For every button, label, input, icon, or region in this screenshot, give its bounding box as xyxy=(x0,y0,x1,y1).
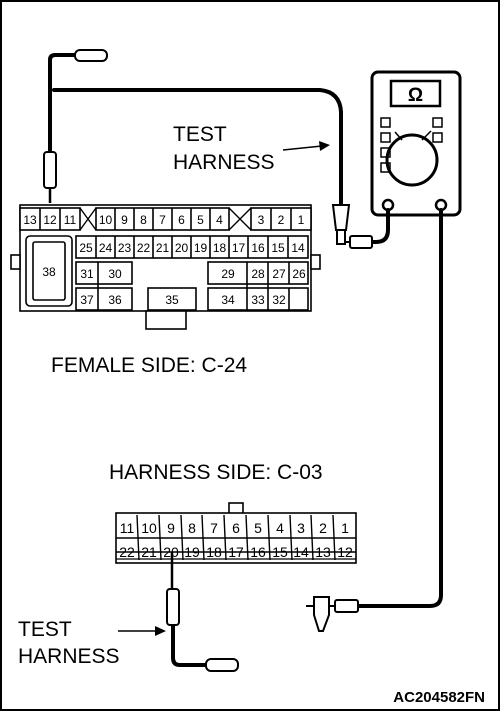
c24-pin: 19 xyxy=(194,241,208,255)
arrow-top xyxy=(282,141,330,151)
c24-pin: 23 xyxy=(118,241,132,255)
test-harness-label-top-line1: TEST xyxy=(173,123,227,146)
c24-pin: 25 xyxy=(79,241,93,255)
c03-pin: 10 xyxy=(141,520,157,536)
c03-pin: 12 xyxy=(337,544,353,560)
c03-pin: 7 xyxy=(210,520,218,536)
test-harness-label-bottom-line1: TEST xyxy=(18,618,72,641)
c24-pin: 24 xyxy=(99,241,113,255)
c24-pin: 33 xyxy=(251,293,265,307)
c03-pin: 13 xyxy=(315,544,331,560)
c24-pin: 18 xyxy=(213,241,227,255)
c24-pin: 29 xyxy=(221,267,235,281)
arrow-bottom xyxy=(118,626,166,636)
c24-pin: 9 xyxy=(121,213,128,227)
test-harness-top-plug xyxy=(74,49,108,62)
test-harness-label-top-line2: HARNESS xyxy=(173,151,275,174)
test-harness-label-bottom-line2: HARNESS xyxy=(18,645,120,668)
wires xyxy=(48,53,443,667)
c24-pin: 16 xyxy=(251,241,265,255)
multimeter: Ω xyxy=(370,70,462,217)
c24-pin: 13 xyxy=(23,213,37,227)
c24-pin-labels: 13 12 11 10 9 8 7 6 5 4 3 2 1 25 24 23 2… xyxy=(23,213,306,307)
c03-pin: 6 xyxy=(232,520,240,536)
connector-c24 xyxy=(10,204,321,330)
c24-pin: 35 xyxy=(165,293,179,307)
c03-pin: 9 xyxy=(167,520,175,536)
meter-dial xyxy=(385,133,439,187)
c24-pin: 20 xyxy=(175,241,189,255)
c03-pin: 21 xyxy=(141,544,157,560)
c24-pin: 38 xyxy=(42,265,56,279)
c03-pin: 8 xyxy=(188,520,196,536)
c24-pin: 4 xyxy=(216,213,223,227)
probe-bottom xyxy=(306,596,359,632)
c24-pin: 34 xyxy=(221,293,235,307)
c03-pin: 1 xyxy=(341,520,349,536)
c03-pin: 11 xyxy=(120,520,135,536)
c24-pin: 3 xyxy=(258,213,265,227)
c24-pin: 17 xyxy=(232,241,246,255)
c24-pin: 14 xyxy=(291,241,305,255)
test-harness-bottom-plug xyxy=(205,658,239,672)
ohm-symbol: Ω xyxy=(408,85,423,106)
c24-pin: 7 xyxy=(159,213,166,227)
c24-pin: 37 xyxy=(80,293,94,307)
c24-pin: 26 xyxy=(292,267,306,281)
c24-pin: 22 xyxy=(137,241,151,255)
c03-pin: 22 xyxy=(119,544,135,560)
c03-pin: 5 xyxy=(254,520,262,536)
c24-pin: 5 xyxy=(197,213,204,227)
c03-pin: 18 xyxy=(206,544,222,560)
c24-pin: 28 xyxy=(251,267,265,281)
test-harness-bottom-pin xyxy=(166,552,180,626)
harness-side-label: HARNESS SIDE: C-03 xyxy=(109,461,323,484)
probe-top xyxy=(331,204,373,249)
connector-c03 xyxy=(115,502,357,564)
c03-pin-labels: 11 10 9 8 7 6 5 4 3 2 1 22 21 20 19 18 1… xyxy=(119,520,353,560)
c24-pin: 8 xyxy=(140,213,147,227)
test-harness-top-pin xyxy=(43,151,57,203)
c24-pin: 32 xyxy=(272,293,286,307)
c03-pin: 3 xyxy=(297,520,305,536)
c24-pin: 27 xyxy=(272,267,286,281)
c03-pin: 15 xyxy=(272,544,288,560)
c24-pin: 11 xyxy=(64,213,77,227)
c24-pin: 10 xyxy=(99,213,113,227)
c03-pin: 16 xyxy=(250,544,266,560)
c03-pin: 4 xyxy=(276,520,284,536)
c24-pin: 12 xyxy=(43,213,57,227)
c24-pin: 31 xyxy=(80,267,94,281)
female-side-label: FEMALE SIDE: C-24 xyxy=(51,354,247,377)
c24-pin: 21 xyxy=(156,241,170,255)
c24-pin: 36 xyxy=(108,293,122,307)
c03-pin: 19 xyxy=(184,544,200,560)
c03-pin: 17 xyxy=(228,544,244,560)
c24-pin: 15 xyxy=(271,241,285,255)
c03-pin: 14 xyxy=(293,544,309,560)
c24-pin: 1 xyxy=(298,213,305,227)
c24-pin: 30 xyxy=(108,267,122,281)
c24-pin: 2 xyxy=(278,213,285,227)
c03-pin: 2 xyxy=(319,520,327,536)
figure-code: AC204582FN xyxy=(393,689,485,706)
meter-display xyxy=(389,79,442,108)
c24-pin: 6 xyxy=(178,213,185,227)
